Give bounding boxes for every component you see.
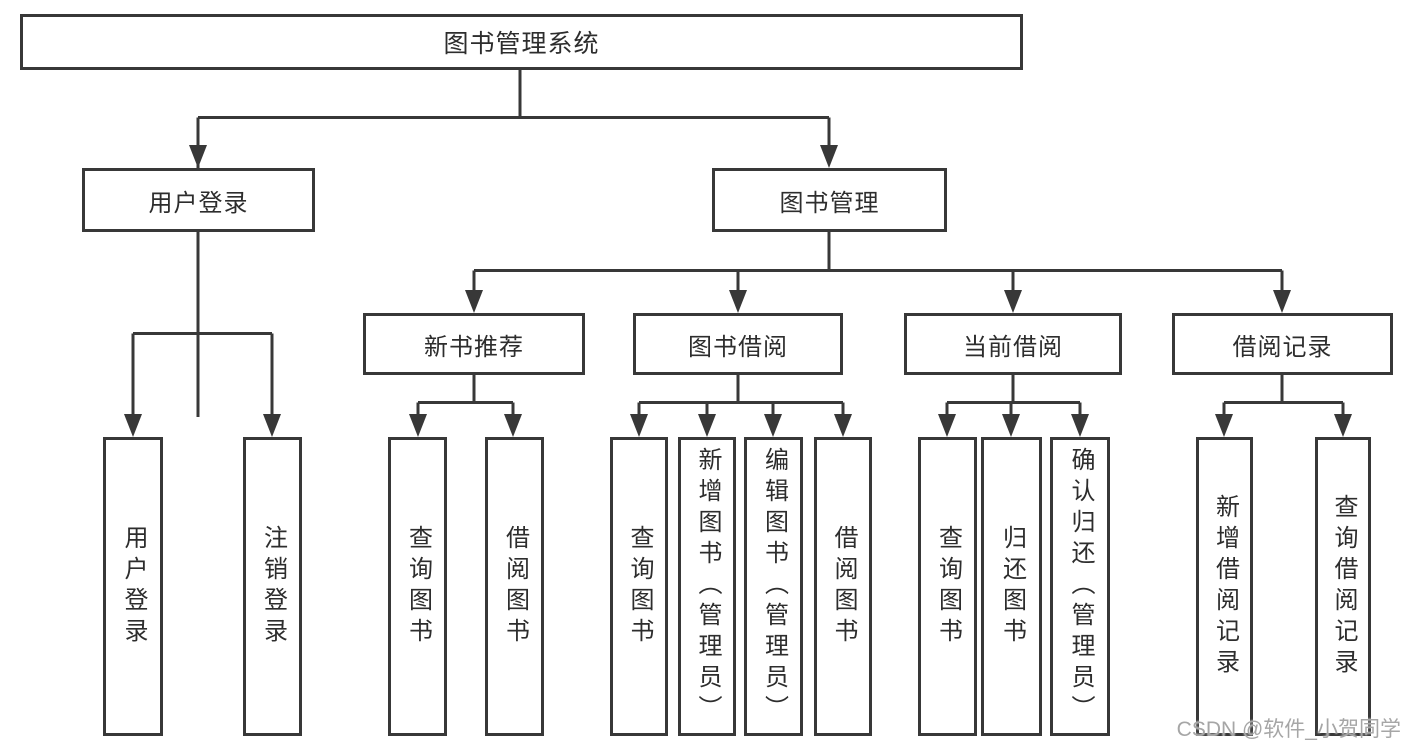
leaf-edit-books-admin: 编辑图书（管理员） — [744, 437, 803, 736]
leaf-label: 新增借阅记录 — [1211, 493, 1239, 680]
node-label: 当前借阅 — [963, 333, 1063, 361]
arrow-down-icon — [504, 414, 522, 437]
arrow-down-icon — [189, 145, 207, 168]
leaf-label: 编辑图书（管理员） — [760, 447, 788, 726]
leaf-logout: 注销登录 — [243, 437, 302, 736]
leaf-query-borrow-record: 查询借阅记录 — [1315, 437, 1371, 736]
leaf-label: 查询图书 — [934, 524, 962, 649]
node-label: 新书推荐 — [424, 333, 524, 361]
leaf-add-borrow-record: 新增借阅记录 — [1196, 437, 1253, 736]
node-user-login: 用户登录 — [82, 168, 315, 232]
leaf-label: 新增图书（管理员） — [694, 447, 721, 726]
arrow-down-icon — [729, 290, 747, 313]
leaf-label: 确认归还（管理员） — [1067, 447, 1094, 726]
arrow-down-icon — [1215, 414, 1233, 437]
arrow-down-icon — [938, 414, 956, 437]
arrow-down-icon — [1004, 290, 1022, 313]
leaf-label: 借阅图书 — [830, 524, 857, 649]
leaf-borrow-books-1: 借阅图书 — [485, 437, 544, 736]
leaf-label: 用户登录 — [120, 524, 147, 649]
arrow-down-icon — [698, 414, 716, 437]
node-label: 用户登录 — [148, 189, 249, 217]
arrow-down-icon — [1334, 414, 1352, 437]
arrow-down-icon — [263, 414, 281, 437]
leaf-label: 注销登录 — [259, 524, 287, 649]
leaf-label: 查询图书 — [626, 524, 653, 649]
arrow-down-icon — [820, 145, 838, 168]
arrow-down-icon — [764, 414, 782, 437]
leaf-label: 借阅图书 — [501, 524, 529, 649]
csdn-watermark: CSDN @软件_小贺同学 — [1176, 718, 1401, 741]
arrow-down-icon — [1071, 414, 1089, 437]
node-library-management-system: 图书管理系统 — [20, 14, 1023, 70]
node-label: 借阅记录 — [1232, 333, 1333, 361]
leaf-query-books-2: 查询图书 — [610, 437, 668, 736]
arrow-down-icon — [1002, 414, 1020, 437]
leaf-label: 查询图书 — [404, 524, 432, 649]
node-current-borrowing: 当前借阅 — [904, 313, 1122, 375]
arrowhead-icons — [124, 145, 1352, 437]
leaf-query-books-3: 查询图书 — [918, 437, 977, 736]
arrow-down-icon — [465, 290, 483, 313]
leaf-confirm-return-admin: 确认归还（管理员） — [1050, 437, 1110, 736]
leaf-add-books-admin: 新增图书（管理员） — [678, 437, 736, 736]
arrow-down-icon — [1273, 290, 1291, 313]
leaf-return-books: 归还图书 — [981, 437, 1042, 736]
arrow-down-icon — [834, 414, 852, 437]
node-book-management: 图书管理 — [712, 168, 947, 232]
node-book-borrowing: 图书借阅 — [633, 313, 843, 375]
node-label: 图书管理 — [779, 189, 880, 217]
leaf-borrow-books-2: 借阅图书 — [814, 437, 872, 736]
arrow-down-icon — [409, 414, 427, 437]
leaf-user-login: 用户登录 — [103, 437, 163, 736]
node-label: 图书管理系统 — [443, 30, 600, 58]
arrow-down-icon — [124, 414, 142, 437]
node-label: 图书借阅 — [688, 333, 788, 361]
leaf-label: 归还图书 — [998, 524, 1026, 649]
arrow-down-icon — [630, 414, 648, 437]
node-new-book-recommendation: 新书推荐 — [363, 313, 585, 375]
leaf-label: 查询借阅记录 — [1330, 493, 1357, 680]
node-borrowing-records: 借阅记录 — [1172, 313, 1393, 375]
leaf-query-books-1: 查询图书 — [388, 437, 447, 736]
